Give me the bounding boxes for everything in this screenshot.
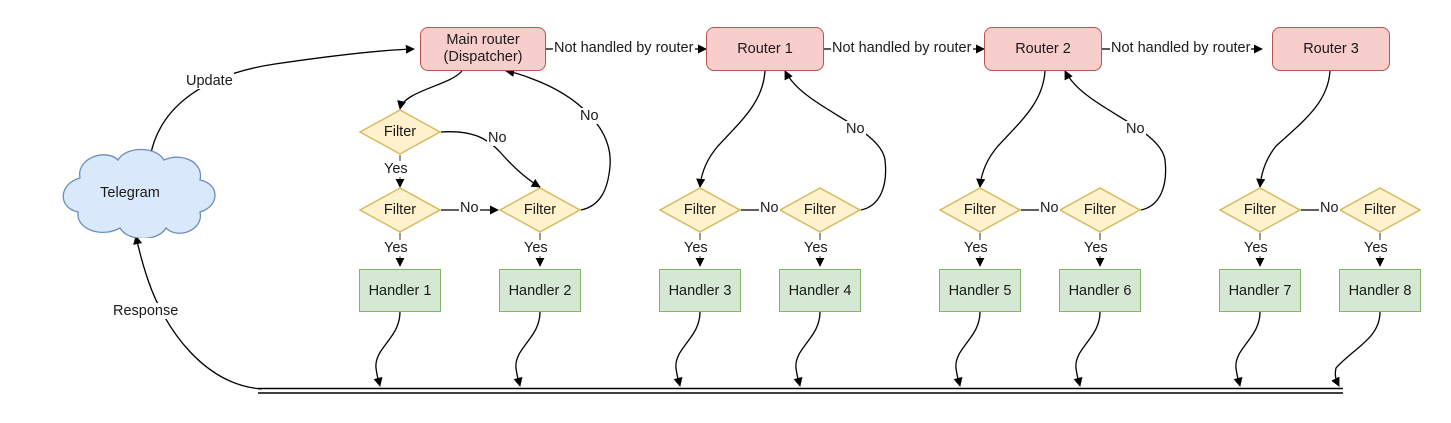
label-yes-main-left: Yes (383, 240, 409, 256)
label-yes-r3-left: Yes (1243, 240, 1269, 256)
edge-h2-merge (513, 311, 541, 387)
router-3-label: Router 3 (1303, 40, 1359, 57)
label-not-handled-2: Not handled by router (831, 40, 973, 56)
edge-r2-to-fleft (976, 70, 1046, 188)
handler-5[interactable]: Handler 5 (939, 269, 1021, 312)
edge-h4-merge (793, 311, 821, 387)
label-yes-r1-left: Yes (683, 240, 709, 256)
handler-2-label: Handler 2 (508, 282, 572, 299)
label-yes-main-right: Yes (523, 240, 549, 256)
edge-r1-fright-no-return (784, 70, 887, 211)
label-not-handled-3: Not handled by router (1110, 40, 1252, 56)
edge-h3-merge (673, 311, 701, 387)
edge-h7-merge (1233, 311, 1261, 387)
telegram-cloud: Telegram (40, 148, 220, 238)
router-2[interactable]: Router 2 (984, 27, 1102, 71)
router-1-label: Router 1 (737, 40, 793, 57)
handler-1-label: Handler 1 (368, 282, 432, 299)
label-yes-r2-left: Yes (963, 240, 989, 256)
edge-h5-merge (953, 311, 981, 387)
label-yes-main-top: Yes (383, 161, 409, 177)
handler-4[interactable]: Handler 4 (779, 269, 861, 312)
handler-7-label: Handler 7 (1228, 282, 1292, 299)
label-no-r1-left: No (759, 200, 780, 216)
edge-r3-to-fleft (1256, 70, 1331, 188)
edge-r2-fright-no-return (1064, 70, 1167, 211)
handler-6-label: Handler 6 (1068, 282, 1132, 299)
router-3[interactable]: Router 3 (1272, 27, 1390, 71)
label-no-main-top: No (487, 130, 508, 146)
cloud-shape (62, 148, 216, 238)
edge-h6-merge (1073, 311, 1101, 387)
handler-2[interactable]: Handler 2 (499, 269, 581, 312)
edge-ftop-no (440, 131, 541, 188)
label-response: Response (112, 303, 180, 319)
handler-8-label: Handler 8 (1348, 282, 1412, 299)
edge-main-to-ftop (397, 70, 463, 110)
label-no-r1-return: No (845, 121, 866, 137)
handler-6[interactable]: Handler 6 (1059, 269, 1141, 312)
handler-8[interactable]: Handler 8 (1339, 269, 1421, 312)
router-2-label: Router 2 (1015, 40, 1071, 57)
edge-fright-no-return (505, 67, 611, 211)
label-yes-r1-right: Yes (803, 240, 829, 256)
edge-update (149, 44, 415, 159)
edge-h8-merge (1331, 311, 1381, 387)
edge-r1-to-fleft (696, 70, 766, 188)
handler-3-label: Handler 3 (668, 282, 732, 299)
label-no-main-left: No (459, 200, 480, 216)
edge-response (133, 235, 263, 390)
handler-3[interactable]: Handler 3 (659, 269, 741, 312)
label-yes-r3-right: Yes (1363, 240, 1389, 256)
label-update: Update (185, 73, 234, 89)
router-1[interactable]: Router 1 (706, 27, 824, 71)
telegram-label: Telegram (100, 185, 160, 201)
handler-1[interactable]: Handler 1 (359, 269, 441, 312)
edge-h1-merge (373, 311, 401, 387)
handler-4-label: Handler 4 (788, 282, 852, 299)
router-main-label-line1: Main router (446, 32, 520, 48)
label-no-r2-return: No (1125, 121, 1146, 137)
label-no-r2-left: No (1039, 200, 1060, 216)
label-not-handled-1: Not handled by router (553, 40, 695, 56)
handler-5-label: Handler 5 (948, 282, 1012, 299)
label-no-main-return: No (579, 108, 600, 124)
router-main-label-line2: (Dispatcher) (443, 49, 523, 65)
label-yes-r2-right: Yes (1083, 240, 1109, 256)
handler-7[interactable]: Handler 7 (1219, 269, 1301, 312)
label-no-r3-left: No (1319, 200, 1340, 216)
router-main[interactable]: Main router (Dispatcher) (420, 27, 546, 71)
